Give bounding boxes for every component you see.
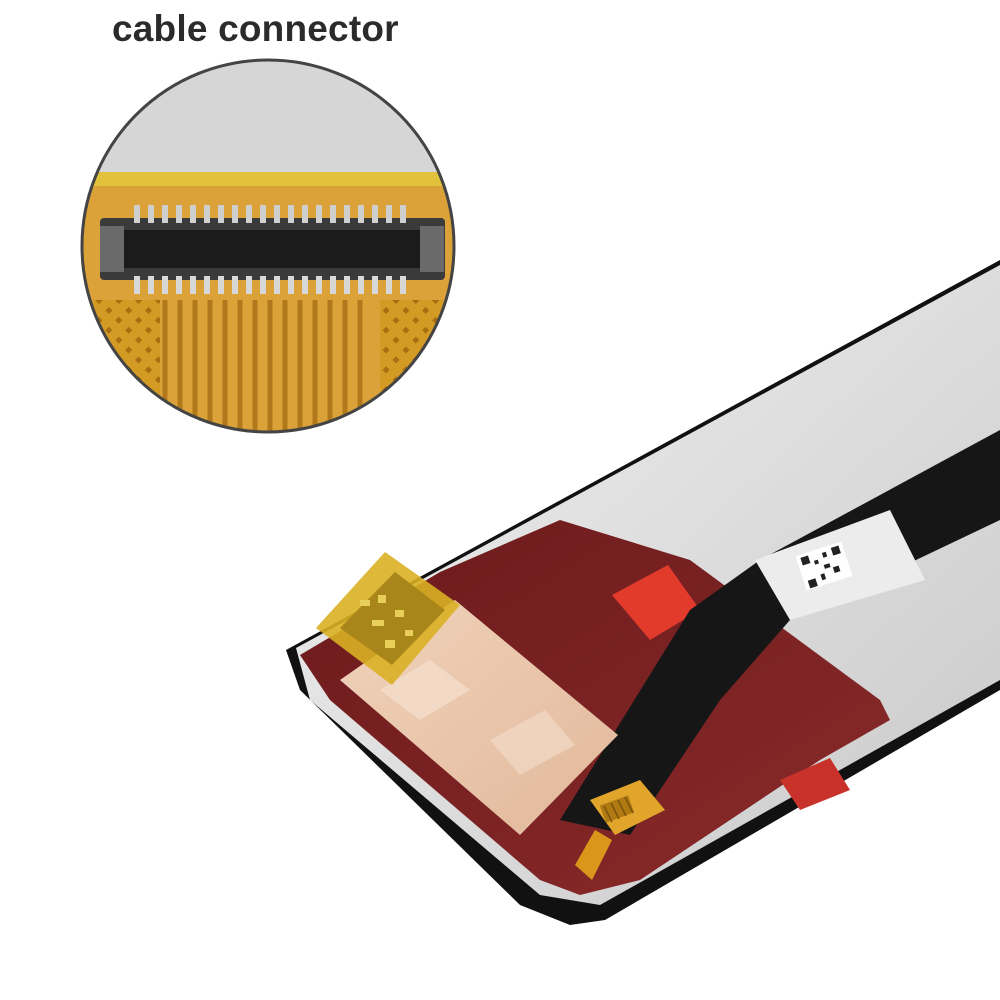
qr-label-icon (755, 510, 925, 620)
small-connector-flex-icon (575, 780, 665, 880)
lcd-display-assembly-icon (286, 260, 1000, 925)
caption-title: cable connector (112, 8, 399, 49)
magnified-connector-icon (80, 58, 456, 434)
flex-chip-module-icon (316, 552, 460, 685)
